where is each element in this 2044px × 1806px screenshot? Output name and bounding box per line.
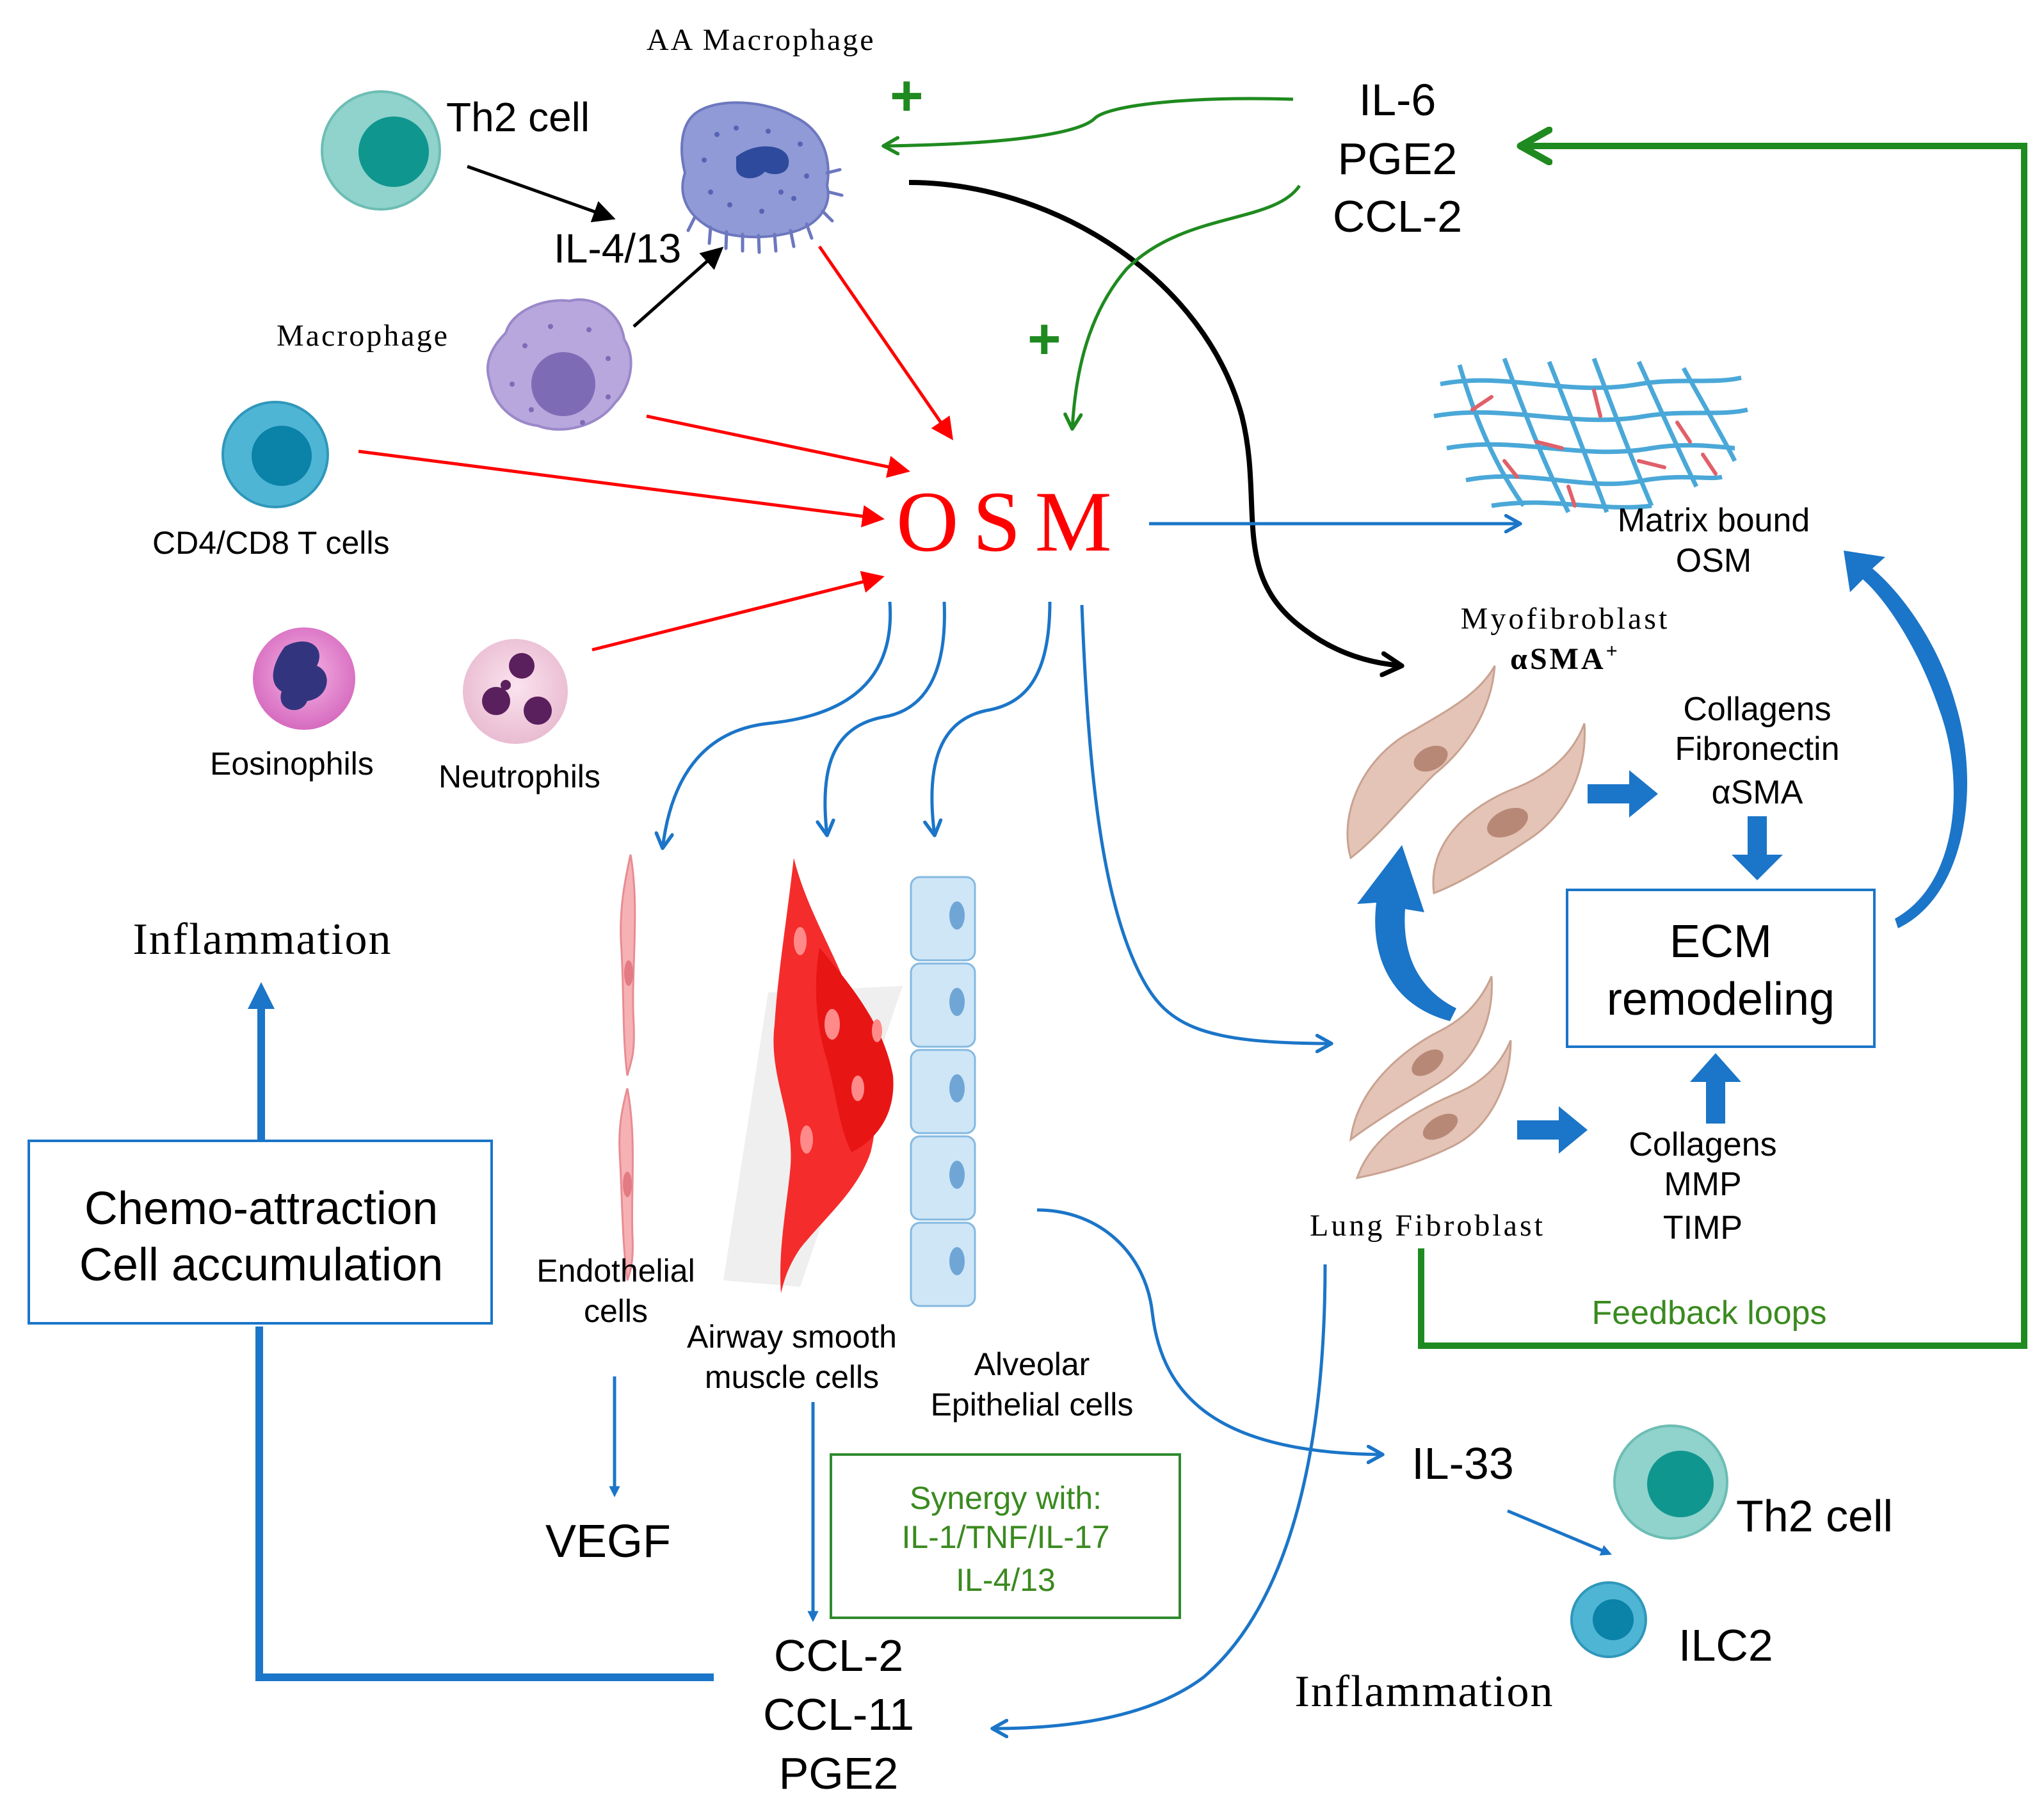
il33-label: IL-33 [1412, 1439, 1514, 1488]
feedback-loops-label: Feedback loops [1591, 1294, 1826, 1332]
airway-label-2: muscle cells [705, 1359, 879, 1395]
matrix-osm-label: OSM [1676, 542, 1751, 579]
il33-to-ilc2-arrow [1507, 1509, 1613, 1556]
fibro-timp-label: TIMP [1663, 1209, 1742, 1246]
macrophage-label: Macrophage [277, 319, 449, 353]
il6-label: IL-6 [1359, 75, 1436, 125]
synergy-label-1: Synergy with: [910, 1480, 1102, 1516]
plus-sign-middle: + [1027, 307, 1061, 371]
th2-cell-top-icon [321, 90, 441, 211]
il6-to-osm-arrow [1072, 184, 1301, 429]
ccl11-bottom-label: CCL-11 [763, 1689, 914, 1739]
fibroblast-to-myofibroblast-arrow [1357, 845, 1456, 1021]
asma-superscript: + [1606, 639, 1620, 662]
th2-cell-top-label: Th2 cell [446, 94, 590, 140]
eosinophils-label: Eosinophils [210, 746, 374, 782]
fibro-mmp-label: MMP [1664, 1166, 1741, 1203]
myo-to-products-arrow [1588, 770, 1658, 818]
il6-to-aa-macrophage-arrow [883, 97, 1294, 146]
synergy-box [830, 1453, 1181, 1619]
plus-sign-top: + [890, 64, 924, 128]
fibro-collagens-label: Collagens [1629, 1126, 1776, 1163]
airway-label-1: Airway smooth [687, 1319, 897, 1355]
alveolar-epithelial-cells-icon [910, 876, 976, 1307]
th2-cell-bottom-icon [1613, 1424, 1728, 1540]
myofibroblast-label: Myofibroblast [1461, 602, 1670, 636]
ecm-remodeling-box [1566, 889, 1876, 1048]
matrix-bound-label: Matrix bound [1618, 502, 1810, 539]
ccl2-top-label: CCL-2 [1333, 191, 1462, 241]
inflammation-left-label: Inflammation [133, 915, 392, 964]
myo-collagens-label: Collagens [1683, 691, 1831, 728]
ilc2-label: ILC2 [1678, 1620, 1773, 1670]
endothelial-label-1: Endothelial [536, 1253, 695, 1289]
alveolar-to-il33-arrow [1036, 1208, 1383, 1455]
myo-products-to-ecm-arrow [1732, 816, 1783, 880]
pge2-top-label: PGE2 [1338, 134, 1458, 184]
osm-to-alveolar-arrow [932, 601, 1052, 835]
il4-13-label: IL-4/13 [554, 225, 681, 271]
aa-macrophage-to-osm-arrow [817, 245, 953, 440]
cell-accumulation-label: Cell accumulation [79, 1239, 443, 1291]
chemo-attraction-box [28, 1140, 493, 1325]
macrophage-icon [486, 298, 632, 431]
endothelial-cells-icon [618, 854, 636, 1281]
lung-fibroblast-to-ccl-arrow [992, 1264, 1327, 1729]
matrix-mesh-icon [1433, 357, 1748, 513]
ecm-label: ECM [1670, 916, 1772, 967]
cd4-cd8-label: CD4/CD8 T cells [152, 525, 389, 561]
asma-marker-label: αSMA+ [1510, 639, 1620, 676]
eosinophil-icon [253, 627, 355, 730]
th2-to-il4-arrow [467, 165, 616, 223]
alveolar-label-2: Epithelial cells [931, 1387, 1134, 1423]
myo-fibronectin-label: Fibronectin [1675, 730, 1839, 768]
osm-to-airway-arrow [825, 601, 946, 835]
synergy-label-2: IL-1/TNF/IL-17 [901, 1519, 1109, 1555]
ilc2-icon [1570, 1581, 1647, 1658]
remodeling-label: remodeling [1607, 974, 1835, 1025]
osm-to-endothelial-arrow [663, 601, 892, 848]
osm-to-lung-fibroblast-arrow [1080, 604, 1332, 1044]
endothelial-label-2: cells [584, 1293, 648, 1329]
airway-smooth-muscle-cells-icon [723, 858, 903, 1293]
vegf-label: VEGF [545, 1516, 671, 1567]
ccl2-bottom-label: CCL-2 [774, 1631, 903, 1681]
lung-fibroblast-label: Lung Fibroblast [1310, 1209, 1545, 1243]
ecm-to-matrix-arrow [1844, 551, 1968, 928]
pge2-bottom-label: PGE2 [779, 1748, 899, 1798]
ccl-to-chemo-loop-line [255, 1326, 714, 1681]
neutrophils-to-osm-arrow [591, 570, 885, 652]
matrix-bound-osm-marks [1470, 389, 1718, 508]
osm-center-label: OSM [896, 474, 1126, 570]
macrophage-to-osm-arrow [646, 414, 910, 478]
myofibroblast-cells-icon [1346, 665, 1586, 895]
macrophage-to-aa-arrow [632, 246, 724, 328]
lung-fibroblast-cells-icon [1349, 976, 1512, 1179]
lung-fibro-to-products-arrow [1517, 1106, 1588, 1154]
aa-macrophage-label: AA Macrophage [647, 23, 876, 57]
th2-cell-bottom-label: Th2 cell [1736, 1491, 1893, 1541]
alveolar-label-1: Alveolar [974, 1346, 1090, 1382]
aa-macrophage-icon [680, 101, 844, 254]
chemo-attraction-label: Chemo-attraction [84, 1183, 438, 1234]
tcells-to-osm-arrow [358, 449, 885, 528]
feedback-loop-path [1418, 146, 2027, 1349]
inflammation-bottom-label: Inflammation [1294, 1667, 1554, 1716]
neutrophil-icon [463, 639, 568, 744]
myo-asma-label: αSMA [1712, 774, 1803, 811]
neutrophils-label: Neutrophils [439, 759, 600, 794]
fibro-products-to-ecm-arrow [1690, 1053, 1741, 1124]
aa-macrophage-to-myofibroblast-arrow [908, 180, 1402, 666]
cd4-cd8-t-cell-icon [221, 401, 329, 508]
synergy-label-3: IL-4/13 [956, 1562, 1056, 1598]
